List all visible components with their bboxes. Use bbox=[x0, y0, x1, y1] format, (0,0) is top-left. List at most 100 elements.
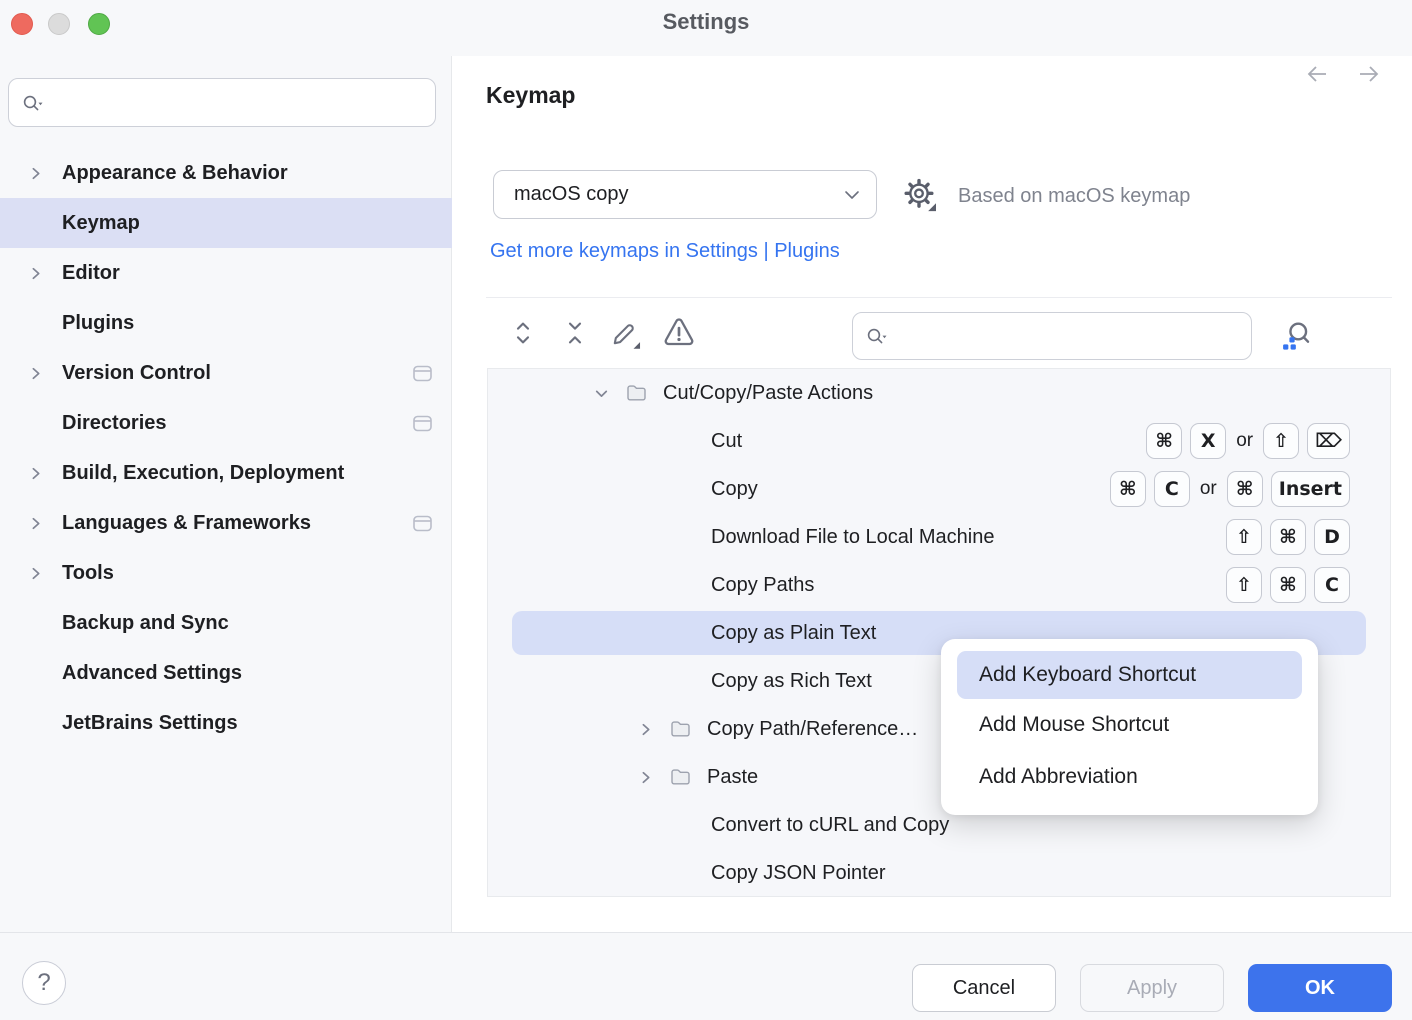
tree-row-download-file-to-local-machine[interactable]: Download File to Local Machine ⇧ ⌘ D bbox=[488, 513, 1390, 561]
chevron-down-icon[interactable] bbox=[592, 385, 610, 402]
sidebar-item-version-control[interactable]: Version Control bbox=[0, 348, 452, 398]
tree-row-cut-copy-paste-actions[interactable]: Cut/Copy/Paste Actions bbox=[488, 369, 1390, 417]
key-command: ⌘ bbox=[1270, 567, 1306, 603]
shortcut-search-input[interactable] bbox=[897, 323, 1239, 349]
sidebar-item-label: Build, Execution, Deployment bbox=[62, 461, 345, 484]
sidebar-item-tools[interactable]: Tools bbox=[0, 548, 452, 598]
expand-all-button[interactable] bbox=[506, 316, 540, 350]
shortcut-keys: ⇧ ⌘ C bbox=[1226, 567, 1390, 603]
get-more-keymaps-link[interactable]: Get more keymaps in Settings | Plugins bbox=[490, 240, 840, 262]
tree-row-copy-json-pointer[interactable]: Copy JSON Pointer bbox=[488, 849, 1390, 896]
sidebar-item-backup-and-sync[interactable]: Backup and Sync bbox=[0, 598, 452, 648]
warning-triangle-icon bbox=[664, 318, 694, 346]
find-by-shortcut-icon bbox=[1283, 322, 1310, 350]
shortcut-search-field[interactable] bbox=[852, 312, 1252, 360]
title-bar: Settings bbox=[0, 0, 1412, 56]
sidebar-item-languages-frameworks[interactable]: Languages & Frameworks bbox=[0, 498, 452, 548]
sidebar-item-jetbrains-settings[interactable]: JetBrains Settings bbox=[0, 698, 452, 748]
cancel-button[interactable]: Cancel bbox=[912, 964, 1056, 1012]
menu-item-add-mouse-shortcut[interactable]: Add Mouse Shortcut bbox=[979, 713, 1170, 736]
forward-arrow-icon[interactable] bbox=[1355, 62, 1383, 86]
sidebar-item-label: JetBrains Settings bbox=[62, 711, 238, 734]
window-title: Settings bbox=[662, 9, 750, 34]
tree-row-cut[interactable]: Cut ⌘ X or ⇧ ⌦ bbox=[488, 417, 1390, 465]
abbreviation-warning-button[interactable] bbox=[662, 316, 696, 350]
keymap-options-button[interactable] bbox=[901, 175, 937, 213]
key-x: X bbox=[1190, 423, 1227, 459]
settings-sidebar: Appearance & Behavior Keymap Editor Plug… bbox=[0, 56, 452, 932]
tree-row-label: Cut bbox=[711, 429, 743, 452]
sidebar-item-label: Keymap bbox=[62, 211, 140, 234]
tree-row-label: Paste bbox=[707, 765, 759, 788]
sidebar-item-directories[interactable]: Directories bbox=[0, 398, 452, 448]
minimize-window-button[interactable] bbox=[48, 13, 70, 35]
project-settings-icon bbox=[413, 515, 432, 532]
divider bbox=[486, 297, 1392, 298]
chevron-right-icon[interactable] bbox=[26, 365, 44, 382]
page-title: Keymap bbox=[486, 82, 576, 108]
key-command: ⌘ bbox=[1226, 471, 1263, 507]
collapse-all-button[interactable] bbox=[558, 316, 592, 350]
search-icon bbox=[23, 95, 43, 110]
sidebar-item-build-execution-deployment[interactable]: Build, Execution, Deployment bbox=[0, 448, 452, 498]
sidebar-item-label: Backup and Sync bbox=[62, 611, 229, 634]
ok-button[interactable]: OK bbox=[1248, 964, 1392, 1012]
chevron-right-icon[interactable] bbox=[636, 769, 654, 786]
expand-all-icon bbox=[516, 322, 530, 344]
sidebar-item-appearance-behavior[interactable]: Appearance & Behavior bbox=[0, 148, 452, 198]
tree-row-copy-as-rich-text[interactable]: Copy as Rich Text bbox=[488, 657, 1390, 705]
zoom-window-button[interactable] bbox=[88, 13, 110, 35]
sidebar-search-field[interactable] bbox=[8, 78, 436, 127]
chevron-right-icon[interactable] bbox=[26, 265, 44, 282]
edit-shortcut-button[interactable] bbox=[608, 316, 642, 350]
apply-button[interactable]: Apply bbox=[1080, 964, 1224, 1012]
key-command: ⌘ bbox=[1146, 423, 1183, 459]
chevron-right-icon[interactable] bbox=[26, 465, 44, 482]
back-arrow-icon[interactable] bbox=[1303, 62, 1331, 86]
chevron-right-icon[interactable] bbox=[26, 165, 44, 182]
tree-row-copy-paths[interactable]: Copy Paths ⇧ ⌘ C bbox=[488, 561, 1390, 609]
tree-row-copy-path-reference[interactable]: Copy Path/Reference… bbox=[488, 705, 1390, 753]
sidebar-item-label: Appearance & Behavior bbox=[62, 161, 288, 184]
chevron-right-icon[interactable] bbox=[26, 565, 44, 582]
key-command: ⌘ bbox=[1270, 519, 1306, 555]
chevron-right-icon[interactable] bbox=[636, 721, 654, 738]
key-command: ⌘ bbox=[1109, 471, 1146, 507]
tree-row-label: Download File to Local Machine bbox=[711, 525, 995, 548]
find-actions-by-shortcut-button[interactable] bbox=[1276, 316, 1316, 356]
sidebar-item-label: Advanced Settings bbox=[62, 661, 243, 684]
tree-row-convert-to-curl-and-copy[interactable]: Convert to cURL and Copy bbox=[488, 801, 1390, 849]
tree-row-label: Copy as Rich Text bbox=[711, 669, 872, 692]
sidebar-item-label: Languages & Frameworks bbox=[62, 511, 311, 534]
help-button[interactable]: ? bbox=[22, 961, 66, 1005]
key-insert: Insert bbox=[1270, 471, 1350, 507]
keymap-actions-tree: Cut/Copy/Paste Actions Cut ⌘ X or ⇧ ⌦ Co… bbox=[487, 368, 1391, 897]
sidebar-item-editor[interactable]: Editor bbox=[0, 248, 452, 298]
key-c: C bbox=[1314, 567, 1350, 603]
tree-row-paste[interactable]: Paste bbox=[488, 753, 1390, 801]
keymap-dropdown[interactable]: macOS copy bbox=[493, 170, 877, 219]
based-on-label: Based on macOS keymap bbox=[958, 185, 1191, 207]
project-settings-icon bbox=[413, 415, 432, 432]
menu-item-add-keyboard-shortcut[interactable]: Add Keyboard Shortcut bbox=[957, 651, 1302, 699]
search-icon bbox=[867, 328, 887, 344]
key-shift: ⇧ bbox=[1263, 423, 1300, 459]
menu-item-add-abbreviation[interactable]: Add Abbreviation bbox=[979, 765, 1138, 788]
sidebar-item-keymap[interactable]: Keymap bbox=[0, 198, 452, 248]
folder-icon bbox=[626, 384, 647, 402]
sidebar-item-plugins[interactable]: Plugins bbox=[0, 298, 452, 348]
sidebar-item-advanced-settings[interactable]: Advanced Settings bbox=[0, 648, 452, 698]
tree-row-label: Copy JSON Pointer bbox=[711, 861, 886, 884]
key-shift: ⇧ bbox=[1226, 519, 1262, 555]
tree-row-copy[interactable]: Copy ⌘ C or ⌘ Insert bbox=[488, 465, 1390, 513]
dialog-footer: ? Cancel Apply OK bbox=[0, 932, 1412, 1020]
tree-row-label: Convert to cURL and Copy bbox=[711, 813, 950, 836]
close-window-button[interactable] bbox=[11, 13, 33, 35]
or-label: or bbox=[1199, 478, 1217, 499]
sidebar-search-input[interactable] bbox=[53, 90, 423, 115]
key-d: D bbox=[1314, 519, 1350, 555]
chevron-right-icon[interactable] bbox=[26, 515, 44, 532]
folder-icon bbox=[670, 720, 691, 738]
or-label: or bbox=[1236, 430, 1254, 451]
